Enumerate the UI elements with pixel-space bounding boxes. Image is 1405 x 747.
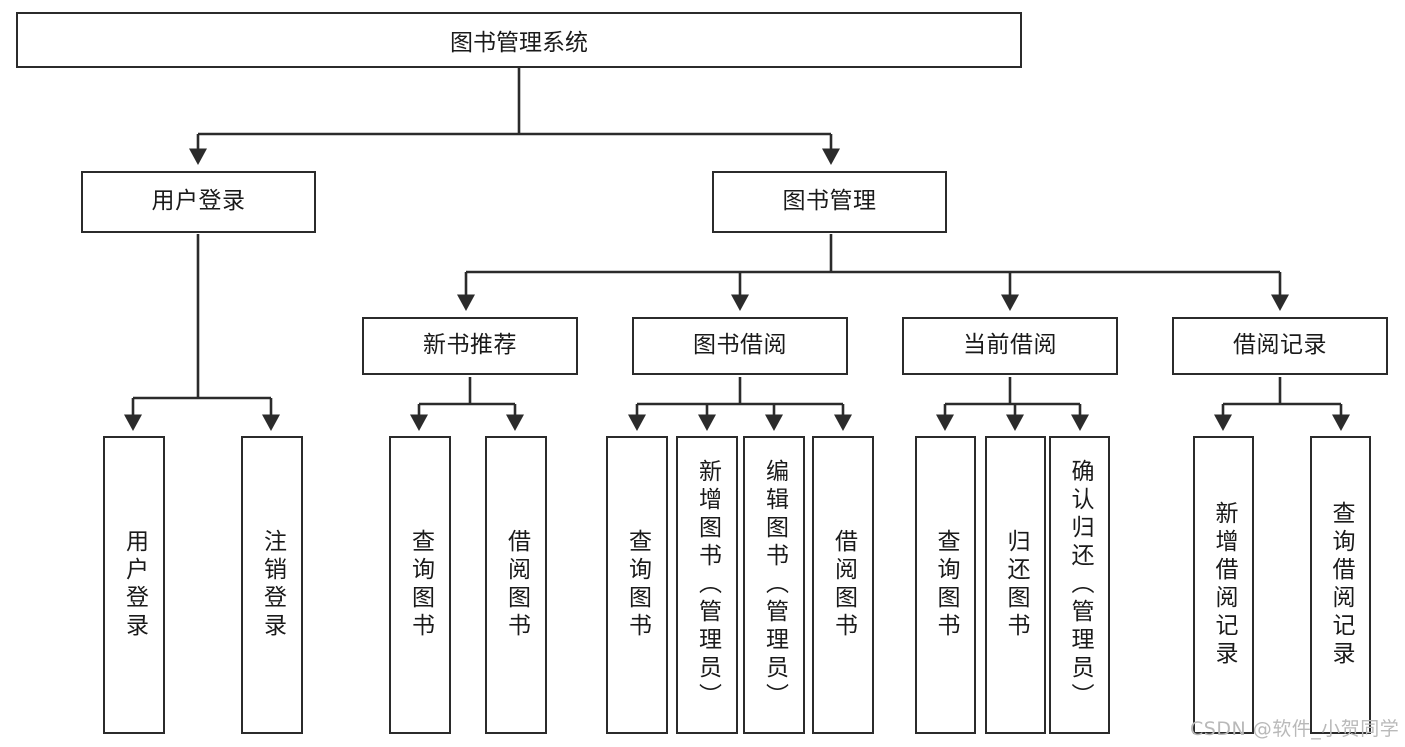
leaf-query-borrow-record[interactable]: 查询借阅记录	[1310, 436, 1371, 734]
leaf-add-borrow-record[interactable]: 新增借阅记录	[1193, 436, 1254, 734]
node-book-management[interactable]: 图书管理	[712, 171, 947, 233]
node-book-borrow[interactable]: 图书借阅	[632, 317, 848, 375]
node-borrow-record[interactable]: 借阅记录	[1172, 317, 1388, 375]
node-current-borrow-label: 当前借阅	[963, 332, 1057, 359]
leaf-user-login-label: 用户登录	[121, 529, 148, 641]
leaf-query-book-current[interactable]: 查询图书	[915, 436, 976, 734]
node-borrow-record-label: 借阅记录	[1233, 332, 1327, 359]
leaf-logout-label: 注销登录	[259, 529, 286, 641]
leaf-add-book-admin-label: 新增图书（管理员）	[694, 459, 721, 711]
leaf-borrow-book-recommend-label: 借阅图书	[503, 529, 530, 641]
leaf-return-book-label: 归还图书	[1003, 529, 1029, 641]
node-new-book-recommend-label: 新书推荐	[423, 332, 517, 359]
leaf-query-borrow-record-label: 查询借阅记录	[1328, 501, 1354, 669]
leaf-borrow-book-label: 借阅图书	[830, 529, 857, 641]
leaf-query-book-recommend-label: 查询图书	[407, 529, 434, 641]
node-root-label: 图书管理系统	[450, 30, 588, 56]
leaf-borrow-book[interactable]: 借阅图书	[812, 436, 874, 734]
leaf-query-book-current-label: 查询图书	[933, 529, 959, 641]
node-user-login-label: 用户登录	[151, 188, 246, 215]
node-root[interactable]: 图书管理系统	[16, 12, 1022, 68]
node-user-login[interactable]: 用户登录	[81, 171, 316, 233]
leaf-return-book[interactable]: 归还图书	[985, 436, 1046, 734]
watermark: CSDN @软件_小贺同学	[1190, 718, 1400, 740]
leaf-confirm-return-admin-label: 确认归还（管理员）	[1067, 459, 1093, 711]
leaf-user-login[interactable]: 用户登录	[103, 436, 165, 734]
leaf-logout[interactable]: 注销登录	[241, 436, 303, 734]
node-current-borrow[interactable]: 当前借阅	[902, 317, 1118, 375]
leaf-query-book-borrow-label: 查询图书	[624, 529, 651, 641]
leaf-add-book-admin[interactable]: 新增图书（管理员）	[676, 436, 738, 734]
node-new-book-recommend[interactable]: 新书推荐	[362, 317, 578, 375]
leaf-edit-book-admin-label: 编辑图书（管理员）	[761, 459, 788, 711]
leaf-query-book-borrow[interactable]: 查询图书	[606, 436, 668, 734]
leaf-borrow-book-recommend[interactable]: 借阅图书	[485, 436, 547, 734]
node-book-management-label: 图书管理	[782, 188, 877, 215]
leaf-edit-book-admin[interactable]: 编辑图书（管理员）	[743, 436, 805, 734]
node-book-borrow-label: 图书借阅	[693, 332, 787, 359]
leaf-confirm-return-admin[interactable]: 确认归还（管理员）	[1049, 436, 1110, 734]
leaf-add-borrow-record-label: 新增借阅记录	[1211, 501, 1237, 669]
leaf-query-book-recommend[interactable]: 查询图书	[389, 436, 451, 734]
